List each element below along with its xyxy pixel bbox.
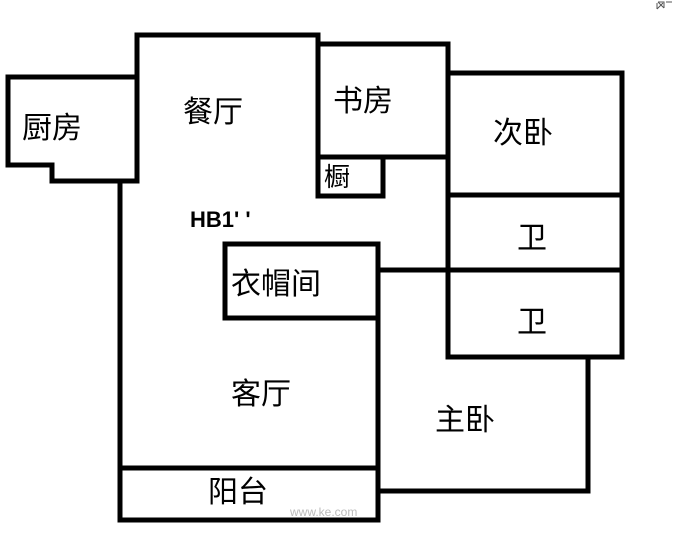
cabinet-label: 橱 [324,163,350,193]
walls [5,32,625,523]
balcony-wall [117,465,381,523]
study-label: 书房 [333,84,393,119]
kitchen-label: 厨房 [22,111,82,146]
balcony-label: 阳台 [208,475,268,510]
second-bedroom-label: 次卧 [493,116,553,151]
dining-label: 餐厅 [183,95,243,130]
watermark: www.ke.com [289,505,357,519]
expand-icon[interactable] [656,1,672,10]
plan-code: HB1' ' [190,207,251,232]
cloakroom-label: 衣帽间 [231,267,321,302]
kitchen-wall [5,74,140,184]
bath-2-label: 卫 [517,305,547,340]
master-bedroom-label: 主卧 [435,403,495,438]
bath-1-label: 卫 [517,221,547,256]
cabinet-wall [315,154,386,199]
living-room-label: 客厅 [231,377,291,412]
